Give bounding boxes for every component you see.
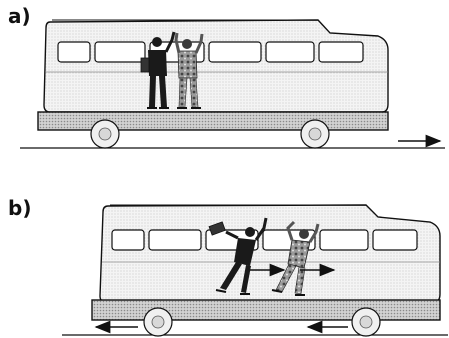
- bus-a-window: [58, 42, 90, 62]
- bus-b-window: [320, 230, 368, 250]
- bus-a-window: [266, 42, 314, 62]
- bus-b-chassis: [92, 300, 440, 320]
- bus-b-window: [112, 230, 144, 250]
- panel-a: [20, 20, 445, 148]
- bus-b-window: [149, 230, 201, 250]
- bus-a-window: [95, 42, 145, 62]
- bus-a-window: [319, 42, 363, 62]
- bus-b-body: [100, 205, 440, 302]
- panel-b: [62, 205, 448, 336]
- bus-a-body: [44, 20, 388, 112]
- bus-b-window: [373, 230, 417, 250]
- bus-a-chassis: [38, 112, 388, 130]
- bus-a: [38, 20, 388, 148]
- bus-a-window: [209, 42, 261, 62]
